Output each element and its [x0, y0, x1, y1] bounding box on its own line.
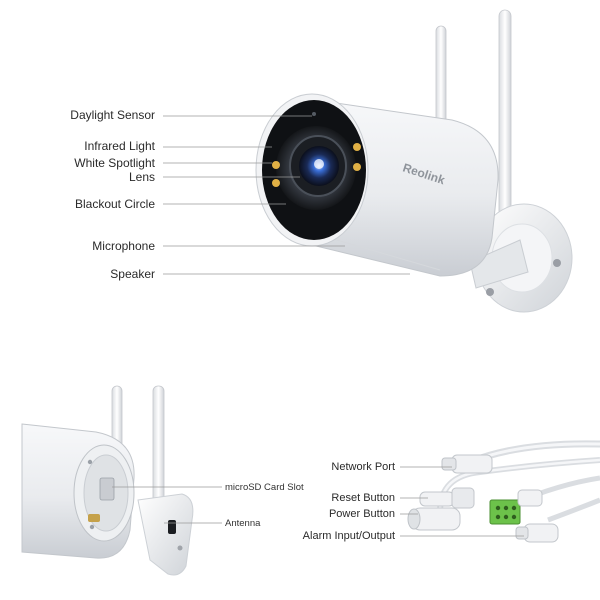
bottom-left-leader-lines: [112, 486, 222, 524]
label-antenna: Antenna: [225, 518, 261, 529]
label-daylight-sensor: Daylight Sensor: [70, 108, 155, 122]
led-icon: [353, 143, 361, 151]
label-white-spotlight: White Spotlight: [74, 156, 155, 170]
label-infrared-light: Infrared Light: [84, 139, 155, 153]
top-camera-illustration: Reolink: [255, 9, 573, 313]
top-leader-lines: [163, 115, 410, 275]
label-network-port: Network Port: [331, 461, 395, 473]
led-icon: [272, 179, 280, 187]
bottom-right-leader-lines: [400, 466, 524, 537]
label-alarm-input-output: Alarm Input/Output: [302, 530, 395, 542]
led-icon: [272, 161, 280, 169]
antenna-connector: [88, 514, 100, 522]
microsd-slot: [99, 477, 115, 501]
label-blackout-circle: Blackout Circle: [74, 197, 155, 211]
daylight-sensor-dot: [312, 112, 316, 116]
alarm-terminal-block: [489, 489, 543, 525]
reset-button-plug: [419, 487, 475, 509]
label-power-button: Power Button: [328, 508, 395, 520]
label-microsd-card-slot: microSD Card Slot: [225, 482, 304, 493]
label-microphone: Microphone: [92, 239, 155, 253]
power-button-connector: [407, 507, 461, 531]
cable-illustration: [407, 440, 600, 543]
led-icon: [353, 163, 361, 171]
dc-plug-connector: [515, 523, 559, 543]
rear-camera-illustration: [21, 385, 194, 576]
label-lens: Lens: [128, 170, 155, 184]
network-port-connector: [441, 454, 493, 474]
wall-mount: [469, 203, 573, 313]
label-speaker: Speaker: [110, 267, 155, 281]
label-reset-button: Reset Button: [331, 492, 395, 504]
camera-front: [255, 93, 369, 247]
